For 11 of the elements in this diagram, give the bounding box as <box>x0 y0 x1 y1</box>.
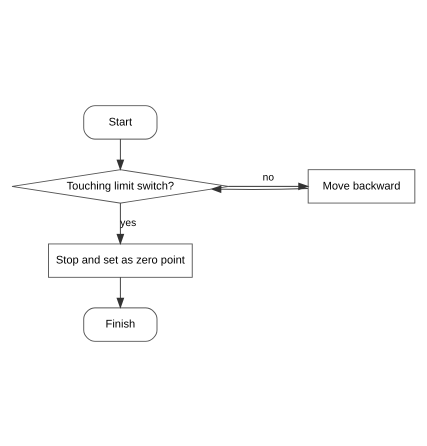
arrow <box>116 276 124 308</box>
arrow <box>228 182 310 190</box>
node-box: Finish <box>83 306 158 342</box>
arrow <box>116 202 124 245</box>
node-diamond: Touching limit switch? <box>12 168 230 204</box>
edge-label: no <box>262 172 274 184</box>
node-box: Start <box>83 104 158 140</box>
arrow <box>210 184 308 193</box>
node-box: Stop and set as zero point <box>48 242 193 278</box>
arrow <box>116 138 124 170</box>
node-box: Move backward <box>308 168 416 204</box>
